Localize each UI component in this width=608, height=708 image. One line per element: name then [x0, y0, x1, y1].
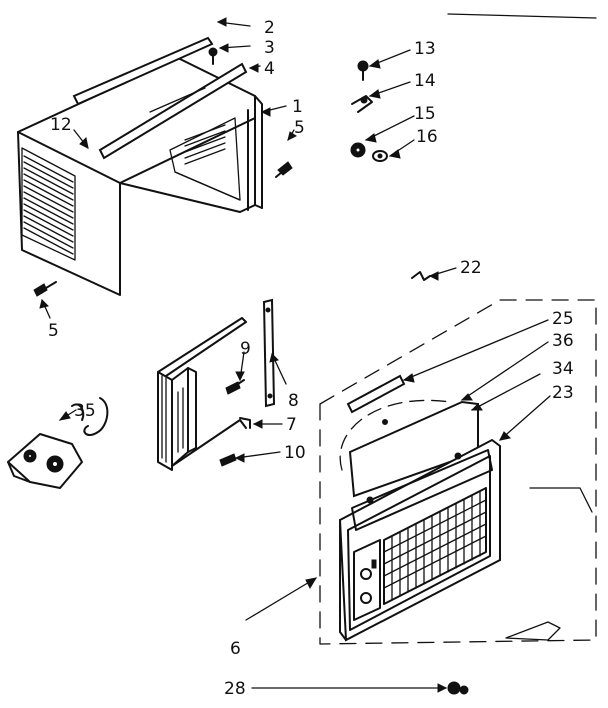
callout-5-right: 5 — [294, 118, 305, 138]
callout-12: 12 — [50, 115, 72, 135]
screw-part-5-left — [33, 281, 57, 297]
top-rail-part-2 — [72, 36, 214, 106]
filter-part-34 — [348, 400, 479, 498]
clip-part-14 — [351, 95, 373, 113]
callout-16: 16 — [416, 127, 438, 147]
callout-14: 14 — [414, 71, 436, 91]
bracket-part-35 — [7, 397, 109, 489]
callout-4: 4 — [264, 59, 275, 79]
callout-22: 22 — [460, 258, 482, 278]
callout-2: 2 — [264, 18, 275, 38]
callout-8: 8 — [288, 391, 299, 411]
filter-outline — [339, 399, 451, 471]
callout-35: 35 — [74, 401, 96, 421]
callout-28: 28 — [224, 679, 246, 699]
rail-part-8 — [262, 298, 276, 408]
reference-line — [447, 13, 597, 19]
leader-arrows — [39, 17, 512, 693]
callout-25: 25 — [552, 309, 574, 329]
callout-7: 7 — [286, 415, 297, 435]
screw-part-10 — [219, 453, 237, 467]
screw-part-5-right — [275, 161, 293, 178]
front-housing-outline — [319, 299, 597, 645]
washer-part-16 — [372, 150, 388, 162]
leader-lines — [41, 21, 551, 689]
cabinet-part — [17, 36, 263, 296]
side-mark-upper — [529, 487, 593, 513]
callout-1: 1 — [292, 97, 303, 117]
callout-9: 9 — [240, 339, 251, 359]
callout-5-left: 5 — [48, 321, 59, 341]
callout-34: 34 — [552, 359, 574, 379]
callout-13: 13 — [414, 39, 436, 59]
callout-3: 3 — [264, 38, 275, 58]
callout-10: 10 — [284, 443, 306, 463]
screw-part-9 — [225, 379, 245, 395]
callout-15: 15 — [414, 104, 436, 124]
side-mark-lower — [505, 621, 561, 641]
side-curtain-part-7 — [157, 317, 251, 471]
squiggle-part-22 — [411, 271, 431, 281]
callout-6: 6 — [230, 639, 241, 659]
callout-labels: 2 3 4 1 5 12 5 13 14 15 16 22 25 36 34 2… — [48, 18, 574, 699]
front-grille-part-23 — [338, 438, 501, 642]
callout-36: 36 — [552, 331, 574, 351]
callout-23: 23 — [552, 383, 574, 403]
screw-part-3 — [208, 47, 218, 65]
screw-part-13 — [357, 60, 369, 81]
strip-part-25 — [346, 374, 406, 414]
screw-part-28 — [447, 681, 469, 695]
nut-part-15 — [350, 142, 366, 158]
